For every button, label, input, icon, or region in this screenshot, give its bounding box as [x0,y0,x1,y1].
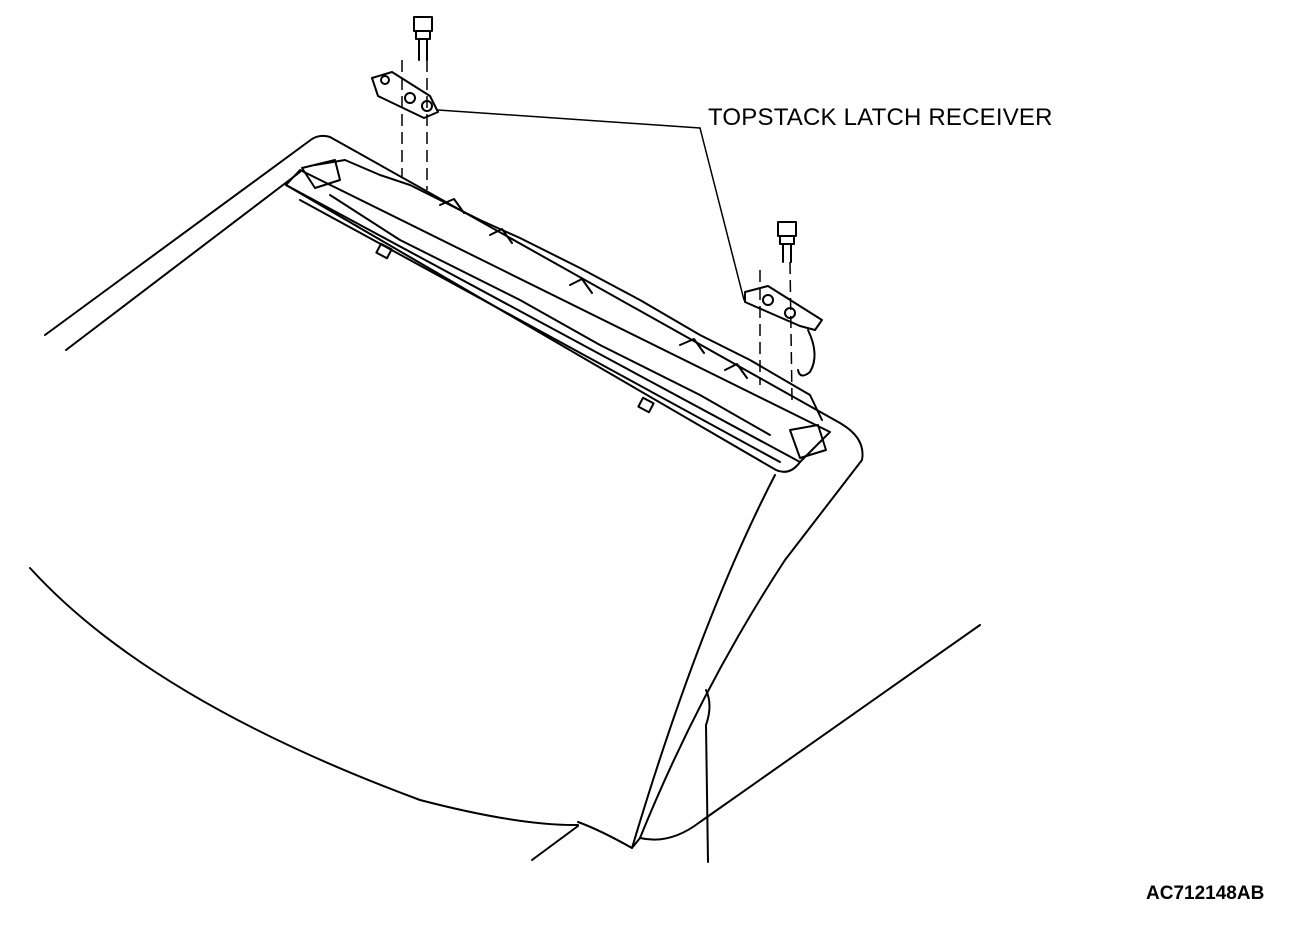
fender-line [706,690,710,862]
right-receiver-wire [798,330,815,376]
left-bolt [414,17,432,60]
receiver-leader-2 [700,128,744,300]
right-receiver-body [745,286,822,330]
left-receiver-body [372,72,438,118]
body-inner-outline [66,172,300,350]
a-pillar-outer [632,475,775,848]
clip-2 [638,398,653,412]
figure-code: AC712148AB [1146,883,1265,904]
header-panel-front [286,185,800,472]
right-receiver-hole-a [763,295,773,305]
windshield-glass [30,568,578,825]
a-pillar-inner [578,625,980,848]
left-receiver-hole-a [381,76,389,84]
header-panel-top [286,170,830,462]
header-panel-rail [300,200,780,462]
hood-edge [532,826,578,860]
align-right-2 [790,262,792,400]
header-trim-upper [315,160,822,420]
roof-outline [45,136,863,838]
callout-label: TOPSTACK LATCH RECEIVER [708,104,1053,131]
left-receiver-hole-b [405,93,415,103]
right-bolt [778,222,796,262]
header-trim-lower [330,195,770,435]
clip-1 [376,244,391,258]
header-bracket-right [790,425,826,458]
header-bracket-left [302,160,340,188]
header-tabs [440,199,747,378]
receiver-leader [438,110,700,128]
